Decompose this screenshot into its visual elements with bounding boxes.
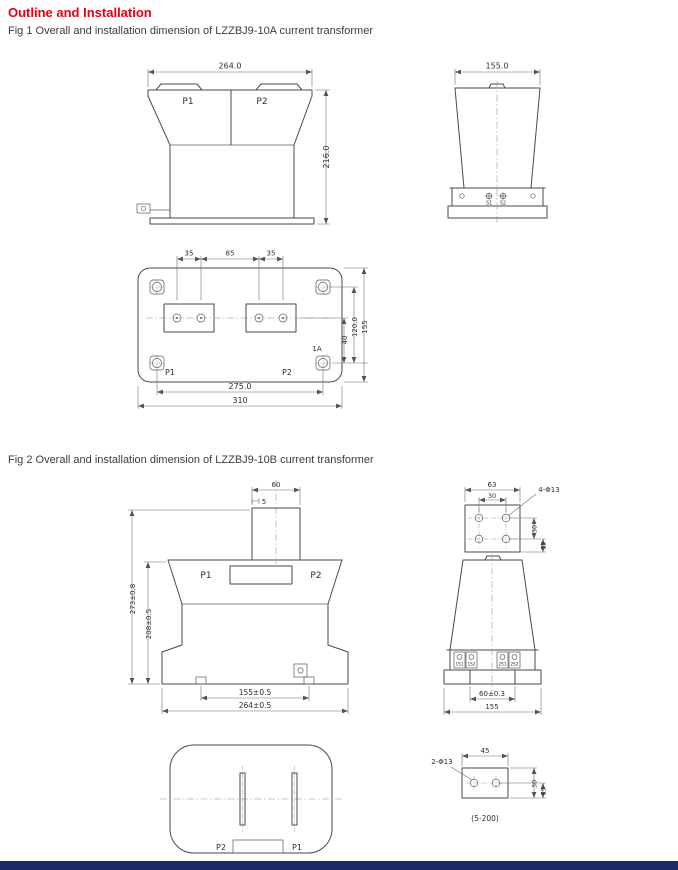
fig2-side-60-dim: 60±0.3 <box>479 690 505 698</box>
fig1-plan-40-dim: 40 <box>341 336 349 345</box>
fig2-side-1s1-label: 1S1 <box>456 662 464 667</box>
fig1-side-width-dim: 155.0 <box>486 62 509 71</box>
fig2-front-5-dim: 5 <box>262 498 266 506</box>
fig1-side-s1-label: S1 <box>486 201 492 207</box>
fig2-front-dimensions: 60 5 273±0.8 208±0.5 155±0.5 264±0.5 <box>128 481 349 714</box>
fig2-plan-p2-label: P2 <box>216 843 226 852</box>
fig2-front-terminal <box>293 663 308 678</box>
fig2-side-2s1-label: 2S1 <box>499 662 507 667</box>
fig2-front-view: P1 P2 <box>161 480 349 685</box>
fig2-side-terminals: 1S1 1S2 2S1 2S2 <box>453 651 521 669</box>
fig2-detail-holes-callout: 2-Φ13 <box>431 758 452 766</box>
fig2-top-dimensions: 63 30 4-Φ13 30 15 <box>464 481 560 553</box>
fig2-top-view <box>464 504 521 553</box>
fig2-front-p2-label: P2 <box>310 571 321 581</box>
fig1-side-dimensions: 155.0 <box>454 62 541 85</box>
fig1-drawing: P1 P2 264.0 216.0 S1 S2 <box>136 62 548 409</box>
fig2-front-273-dim: 273±0.8 <box>129 584 137 614</box>
fig2-side-155-dim: 155 <box>485 703 498 711</box>
fig1-plan-120-dim: 120.0 <box>351 317 359 337</box>
fig2-side-view: 1S1 1S2 2S1 2S2 <box>443 554 542 692</box>
fig1-front-view: P1 P2 <box>136 83 315 225</box>
fig2-front-155-dim: 155±0.5 <box>239 688 272 697</box>
fig2-side-dimensions: 60±0.3 155 <box>443 686 542 715</box>
page-title: Outline and Installation <box>8 5 152 20</box>
fig1-front-width-dim: 264.0 <box>219 62 242 71</box>
fig2-detail-45-dim: 45 <box>481 747 490 755</box>
fig2-detail-note: (5-200) <box>471 814 499 823</box>
fig1-plan-view: P1 P2 1A <box>137 267 343 383</box>
fig2-detail-dimensions: 45 2-Φ13 30 15 (5-200) <box>431 747 547 823</box>
fig1-plan-35-right-dim: 35 <box>267 250 276 258</box>
fig1-plan-p2-label: P2 <box>282 368 292 377</box>
fig1-plan-p1-label: P1 <box>165 368 175 377</box>
fig2-top-holes-callout: 4-Φ13 <box>538 486 559 494</box>
fig2-top-30-dim: 30 <box>488 492 496 500</box>
fig1-plan-275-dim: 275.0 <box>229 382 252 391</box>
fig2-caption: Fig 2 Overall and installation dimension… <box>8 454 374 466</box>
fig1-plan-85-dim: 85 <box>226 250 235 258</box>
fig2-side-1s2-label: 1S2 <box>468 662 476 667</box>
fig1-plan-35-left-dim: 35 <box>185 250 194 258</box>
fig1-front-dimensions: 264.0 216.0 <box>147 62 331 225</box>
fig2-top-30-right-dim: 30 <box>531 525 539 533</box>
fig2-front-60-dim: 60 <box>272 481 281 489</box>
fig2-front-p1-label: P1 <box>200 571 211 581</box>
fig2-drawing: P1 P2 60 5 273±0.8 208±0.5 155±0.5 264±0… <box>128 480 560 854</box>
fig2-front-208-dim: 208±0.5 <box>145 609 153 639</box>
footer-bar <box>0 861 678 870</box>
fig1-plan-310-dim: 310 <box>232 396 247 405</box>
fig2-top-15-dim: 15 <box>540 542 548 550</box>
fig1-side-terminals: S1 S2 <box>459 192 536 207</box>
fig2-plan-p1-label: P1 <box>292 843 302 852</box>
fig1-plan-dimensions: 35 85 35 40 120.0 155 275.0 310 <box>137 250 369 409</box>
fig2-detail-30-dim: 30 <box>531 780 539 788</box>
fig1-plan-1a-tag: 1A <box>312 345 321 353</box>
fig1-front-p2-label: P2 <box>256 97 267 107</box>
fig1-front-height-dim: 216.0 <box>322 146 331 169</box>
fig2-top-63-dim: 63 <box>488 481 497 489</box>
fig1-caption: Fig 1 Overall and installation dimension… <box>8 25 373 37</box>
fig2-plan-view: P2 P1 <box>160 744 342 854</box>
fig2-detail-15-dim: 15 <box>540 787 548 795</box>
fig1-front-p1-label: P1 <box>182 97 193 107</box>
fig1-plan-155-dim: 155 <box>361 320 369 333</box>
fig2-front-264-dim: 264±0.5 <box>239 701 272 710</box>
fig1-ground-terminal <box>136 203 170 214</box>
fig1-side-view: S1 S2 <box>447 81 548 224</box>
fig1-side-s2-label: S2 <box>500 201 506 207</box>
fig2-side-2s2-label: 2S2 <box>511 662 519 667</box>
